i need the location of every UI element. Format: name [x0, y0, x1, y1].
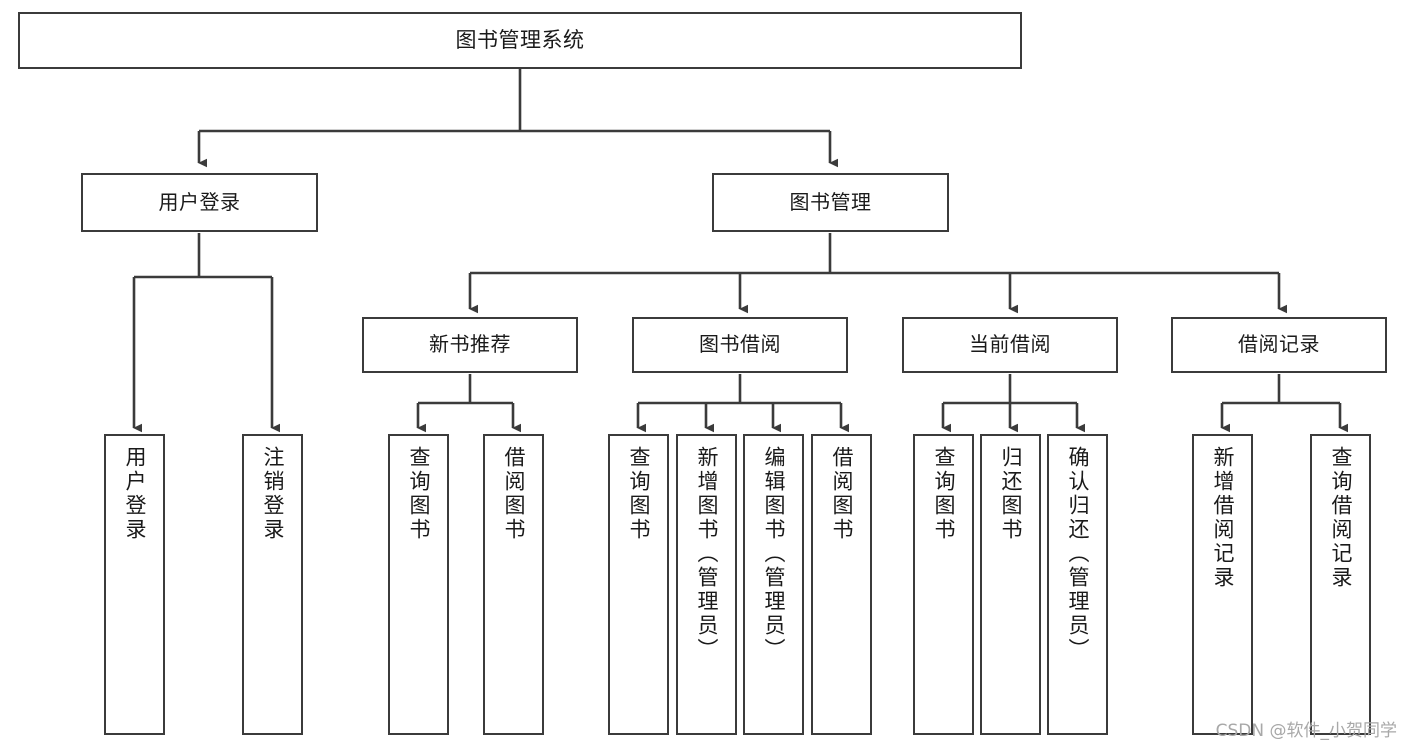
node-leaf-query-book-1[interactable]: 查询图书	[388, 434, 449, 735]
node-leaf-query-book-2[interactable]: 查询图书	[608, 434, 669, 735]
node-leaf-user-login[interactable]: 用户登录	[104, 434, 165, 735]
node-leaf-query-record-label: 查询借阅记录	[1329, 446, 1353, 590]
node-user-login[interactable]: 用户登录	[81, 173, 318, 232]
node-leaf-query-book-3[interactable]: 查询图书	[913, 434, 974, 735]
node-leaf-user-logout[interactable]: 注销登录	[242, 434, 303, 735]
node-root[interactable]: 图书管理系统	[18, 12, 1022, 69]
node-leaf-query-book-1-label: 查询图书	[407, 446, 431, 542]
node-book-manage[interactable]: 图书管理	[712, 173, 949, 232]
node-leaf-add-book[interactable]: 新增图书（管理员）	[676, 434, 737, 735]
node-leaf-return-book[interactable]: 归还图书	[980, 434, 1041, 735]
node-leaf-edit-book-label: 编辑图书（管理员）	[762, 446, 786, 662]
node-leaf-query-book-2-label: 查询图书	[627, 446, 651, 542]
node-leaf-user-login-label: 用户登录	[123, 446, 147, 542]
node-leaf-user-logout-label: 注销登录	[261, 446, 285, 542]
node-leaf-confirm-return[interactable]: 确认归还（管理员）	[1047, 434, 1108, 735]
node-leaf-query-book-3-label: 查询图书	[932, 446, 956, 542]
node-leaf-add-book-label: 新增图书（管理员）	[695, 446, 719, 662]
node-current-borrow[interactable]: 当前借阅	[902, 317, 1118, 373]
node-borrow-record[interactable]: 借阅记录	[1171, 317, 1387, 373]
node-leaf-borrow-book-1-label: 借阅图书	[502, 446, 526, 542]
node-book-borrow-label: 图书借阅	[699, 332, 781, 357]
node-leaf-borrow-book-1[interactable]: 借阅图书	[483, 434, 544, 735]
node-leaf-add-record[interactable]: 新增借阅记录	[1192, 434, 1253, 735]
node-user-login-label: 用户登录	[158, 189, 241, 214]
node-root-label: 图书管理系统	[455, 28, 585, 53]
node-current-borrow-label: 当前借阅	[969, 332, 1051, 357]
node-book-manage-label: 图书管理	[789, 189, 872, 214]
node-new-book-recommend[interactable]: 新书推荐	[362, 317, 578, 373]
node-leaf-return-book-label: 归还图书	[999, 446, 1023, 542]
node-leaf-edit-book[interactable]: 编辑图书（管理员）	[743, 434, 804, 735]
node-book-borrow[interactable]: 图书借阅	[632, 317, 848, 373]
node-new-book-recommend-label: 新书推荐	[429, 332, 511, 357]
node-leaf-borrow-book-2[interactable]: 借阅图书	[811, 434, 872, 735]
node-leaf-query-record[interactable]: 查询借阅记录	[1310, 434, 1371, 735]
node-borrow-record-label: 借阅记录	[1238, 332, 1320, 357]
node-leaf-add-record-label: 新增借阅记录	[1211, 446, 1235, 590]
node-leaf-confirm-return-label: 确认归还（管理员）	[1066, 446, 1090, 662]
node-leaf-borrow-book-2-label: 借阅图书	[830, 446, 854, 542]
